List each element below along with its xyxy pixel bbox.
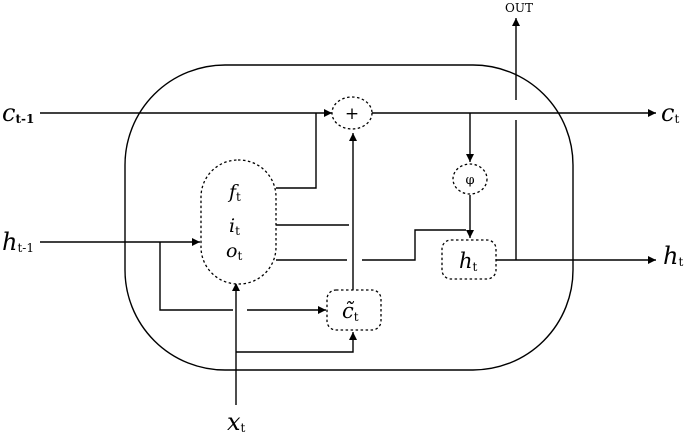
gate-i-main: i (229, 215, 235, 237)
gate-f-sub: t (236, 190, 241, 204)
svg-text:ht-1: ht-1 (2, 228, 34, 256)
plus-symbol: + (345, 104, 359, 124)
input-x-to-candidate (236, 332, 357, 353)
c-next-main: c (661, 99, 674, 127)
x-sub: t (241, 421, 246, 435)
gate-o-sub: t (237, 249, 242, 263)
svg-text:ht: ht (459, 249, 478, 274)
phi-node (452, 163, 488, 195)
hidden-sub: t (473, 260, 478, 274)
c-next-sub: t (674, 112, 679, 126)
gate-o-main: o (226, 240, 237, 262)
svg-text:ot: ot (226, 240, 242, 263)
svg-text:it: it (229, 215, 240, 238)
svg-text:ht: ht (663, 242, 683, 270)
candidate-box (326, 289, 382, 331)
svg-text:ft: ft (227, 181, 241, 204)
gate-f-main: f (227, 181, 239, 203)
output-gate-line-b (362, 229, 466, 261)
svg-text:ct-1: ct-1 (2, 99, 34, 127)
gates-block (200, 159, 277, 285)
hidden-main: h (459, 249, 473, 273)
gate-i-sub: t (235, 224, 240, 238)
h-next-main: h (663, 242, 678, 270)
candidate-sub: t (354, 310, 359, 324)
candidate-main: c̃ (342, 299, 355, 323)
cell-boundary (124, 64, 574, 371)
svg-text:ct: ct (661, 99, 679, 127)
svg-text:xt: xt (227, 408, 246, 435)
x-main: x (227, 408, 241, 435)
h-next-sub: t (678, 255, 683, 269)
h-prev-main: h (2, 228, 17, 256)
h-prev-sub: t-1 (17, 241, 34, 255)
plus-node (331, 96, 373, 130)
out-label: OUT (505, 1, 533, 15)
c-prev-main: c (2, 99, 15, 127)
forget-gate-path (276, 113, 317, 189)
hidden-prev-branch (159, 242, 233, 311)
svg-text:c̃t: c̃t (342, 299, 359, 324)
hidden-state-box (441, 239, 497, 280)
c-prev-sub: t-1 (15, 112, 34, 126)
phi-symbol: φ (465, 173, 474, 188)
